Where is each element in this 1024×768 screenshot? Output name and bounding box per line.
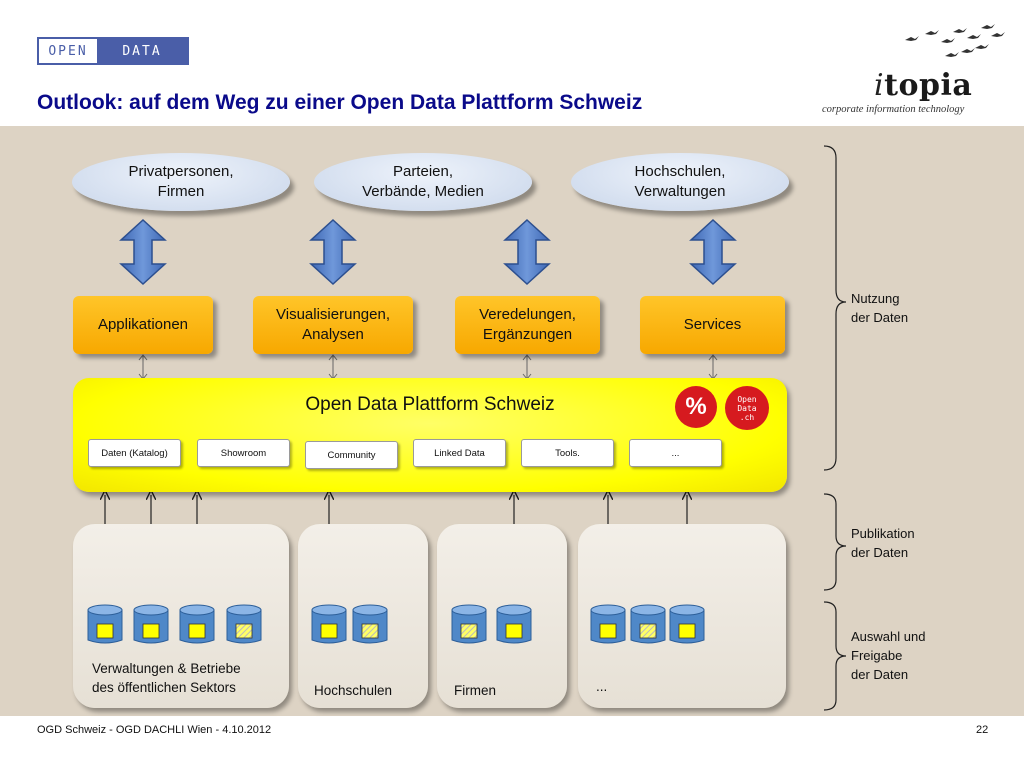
double-arrow-icon xyxy=(689,218,737,286)
double-arrow-icon xyxy=(309,218,357,286)
itopia-i: i xyxy=(874,68,885,103)
platform-title: Open Data Plattform Schweiz xyxy=(305,394,555,415)
itopia-wordmark: itopia xyxy=(874,68,972,103)
percent-logo-icon: % xyxy=(675,386,717,428)
database-icon xyxy=(590,604,626,644)
layer-visualizations: Visualisierungen, Analysen xyxy=(253,296,413,354)
layer-services: Services xyxy=(640,296,785,354)
open-data-platform: Open Data Plattform Schweiz % Open Data … xyxy=(73,378,787,492)
layer-enrichments: Veredelungen, Ergänzungen xyxy=(455,296,600,354)
open-data-logo: OPEN DATA xyxy=(37,37,189,65)
page-number: 22 xyxy=(976,724,989,736)
database-icon xyxy=(630,604,666,644)
source-label-public-sector: Verwaltungen & Betriebe des öffentlichen… xyxy=(92,661,241,695)
opendata-ch-logo: Open Data .ch xyxy=(725,386,769,430)
database-icon xyxy=(451,604,487,644)
source-label-universities: Hochschulen xyxy=(314,683,393,698)
itopia-logo: itopia corporate information technology xyxy=(820,60,1010,120)
slide-title: Outlook: auf dem Weg zu einer Open Data … xyxy=(37,91,643,114)
braces xyxy=(823,145,847,711)
source-label-companies: Firmen xyxy=(454,683,497,698)
source-label-other: ... xyxy=(596,679,608,694)
database-icon xyxy=(352,604,388,644)
brace-label-publication: Publikation der Daten xyxy=(851,526,915,560)
user-group-parties: Parteien, Verbände, Medien xyxy=(314,153,532,211)
open-data-logo-right: DATA xyxy=(97,39,187,63)
double-arrow-icon xyxy=(503,218,551,286)
brace-label-usage: Nutzung der Daten xyxy=(851,291,909,325)
brace-label-selection: Auswahl und Freigabe der Daten xyxy=(851,629,926,682)
footer-text: OGD Schweiz - OGD DACHLI Wien - 4.10.201… xyxy=(37,724,272,736)
tab-catalog: Daten (Katalog) xyxy=(88,439,181,467)
layer-applications: Applikationen xyxy=(73,296,213,354)
database-icon xyxy=(133,604,169,644)
database-icon xyxy=(87,604,123,644)
tab-tools: Tools. xyxy=(521,439,614,467)
user-group-private: Privatpersonen, Firmen xyxy=(72,153,290,211)
itopia-rest: topia xyxy=(884,68,973,103)
tab-showroom: Showroom xyxy=(197,439,290,467)
database-icon xyxy=(226,604,262,644)
user-group-universities: Hochschulen, Verwaltungen xyxy=(571,153,789,211)
birds-icon xyxy=(905,24,1005,57)
database-icon xyxy=(179,604,215,644)
database-icon xyxy=(311,604,347,644)
database-icon xyxy=(496,604,532,644)
database-icon xyxy=(669,604,705,644)
tab-more: ... xyxy=(629,439,722,467)
itopia-tagline: corporate information technology xyxy=(822,104,965,115)
tab-linked-data: Linked Data xyxy=(413,439,506,467)
tab-community: Community xyxy=(305,441,398,469)
double-arrow-icon xyxy=(119,218,167,286)
open-data-logo-left: OPEN xyxy=(48,43,88,59)
